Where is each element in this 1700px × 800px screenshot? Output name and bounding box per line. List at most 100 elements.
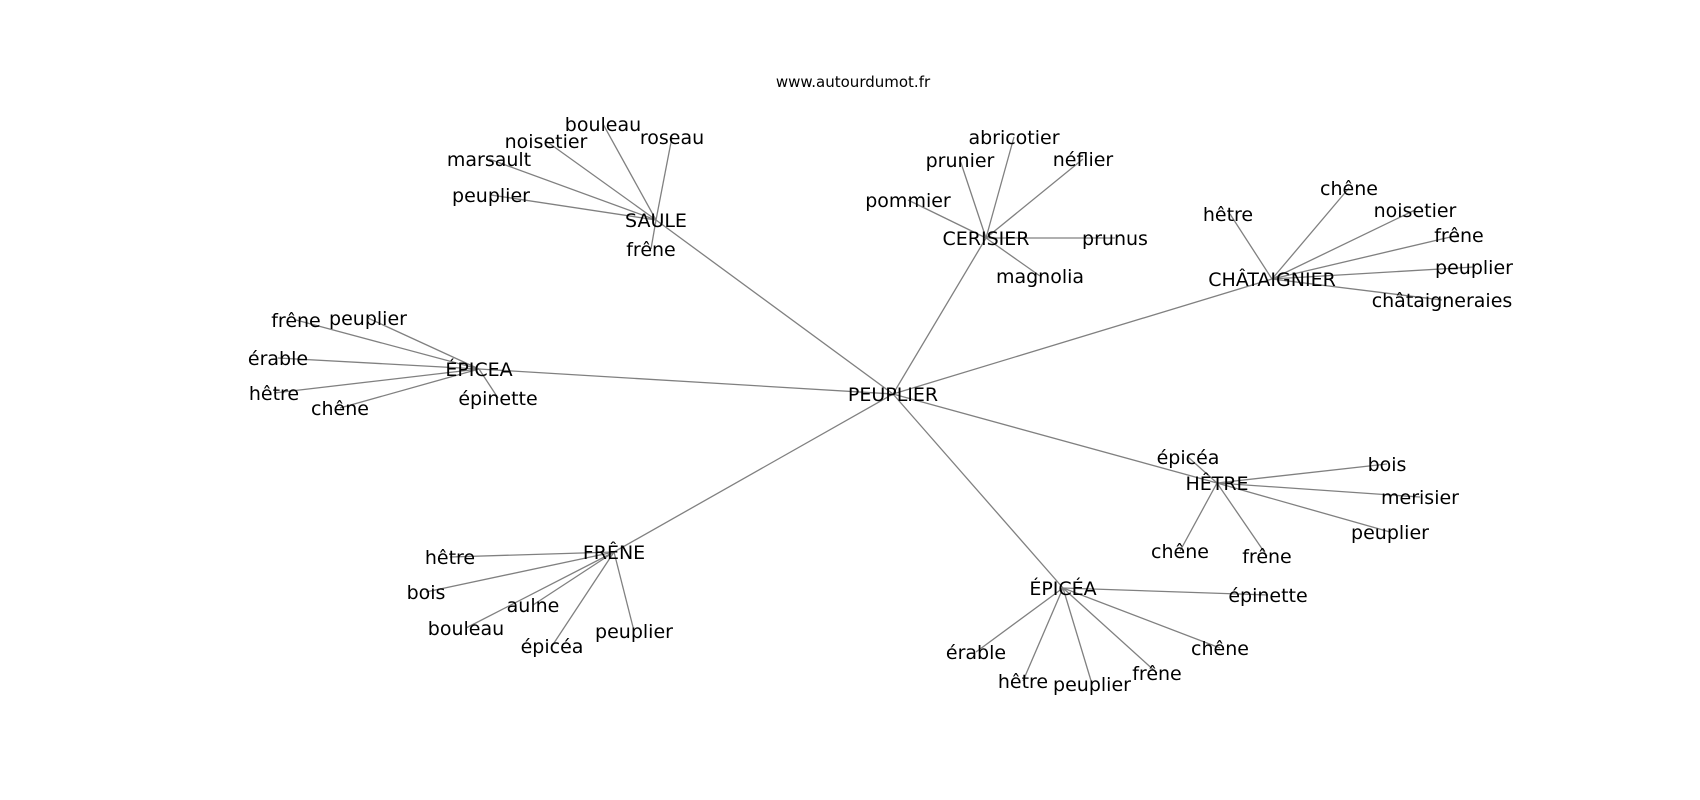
hub-label-epicea-a: ÉPICEA xyxy=(445,358,512,381)
edge-frene-aulne xyxy=(532,551,615,606)
word-saule-bouleau: bouleau xyxy=(565,114,641,136)
frene-edges xyxy=(425,551,635,647)
edge-epicea-b-erable xyxy=(975,587,1064,653)
edge-saule-marsault xyxy=(488,158,657,221)
word-frene-bois: bois xyxy=(407,582,446,604)
edge-cerisier-neflier xyxy=(985,158,1084,239)
edge-chataignier-frene xyxy=(1271,234,1460,280)
word-cerisier-prunus: prunus xyxy=(1082,228,1148,250)
edge-saule-roseau xyxy=(655,136,673,221)
edge-cerisier-prunier xyxy=(959,159,987,239)
edge-saule-bouleau xyxy=(602,123,657,221)
word-frene-bouleau: bouleau xyxy=(428,618,504,640)
hub-label-cerisier: CERISIER xyxy=(943,228,1030,250)
word-cerisier-magnolia: magnolia xyxy=(996,266,1084,288)
edge-center-cerisier xyxy=(892,237,987,395)
word-frene-peuplier: peuplier xyxy=(595,621,673,643)
hub-label-chataignier: CHÂTAIGNIER xyxy=(1208,268,1336,291)
center-node-label: PEUPLIER xyxy=(848,384,938,406)
word-hetre-bois: bois xyxy=(1368,454,1407,476)
word-frene-epicea: épicéa xyxy=(521,636,584,658)
edge-hetre-peuplier xyxy=(1216,482,1391,533)
hub-label-hetre: HÊTRE xyxy=(1185,472,1248,495)
word-epicea-a-frene: frêne xyxy=(271,310,321,332)
word-epicea-a-epinette: épinette xyxy=(458,388,537,410)
edge-center-chataignier xyxy=(892,278,1273,395)
epicea-b-edges xyxy=(975,587,1269,685)
edge-hetre-bois xyxy=(1216,463,1388,484)
edge-cerisier-pommier xyxy=(907,199,987,239)
edge-chataignier-hetre xyxy=(1229,213,1273,280)
word-epicea-b-chene: chêne xyxy=(1191,638,1249,660)
word-chataignier-peuplier: peuplier xyxy=(1435,257,1513,279)
edge-saule-noisetier xyxy=(545,140,657,221)
edge-saule-peuplier xyxy=(490,194,657,221)
word-chataignier-chataigneraies: châtaigneraies xyxy=(1372,290,1513,312)
edge-frene-hetre xyxy=(449,551,615,558)
word-chataignier-frene: frêne xyxy=(1434,225,1484,247)
edge-epicea-b-hetre xyxy=(1022,587,1064,682)
word-saule-frene: frêne xyxy=(626,239,676,261)
word-epicea-b-epinette: épinette xyxy=(1228,585,1307,607)
word-chataignier-chene: chêne xyxy=(1320,178,1378,200)
edge-frene-bouleau xyxy=(465,551,615,629)
word-frene-hetre: hêtre xyxy=(425,547,475,569)
word-epicea-b-erable: érable xyxy=(946,642,1006,664)
edge-epicea-a-epinette xyxy=(478,368,499,399)
edge-center-epicea-b xyxy=(892,393,1064,589)
edge-hetre-merisier xyxy=(1216,482,1421,498)
edge-saule-frene xyxy=(650,219,657,250)
hub-label-saule: SAULE xyxy=(625,210,687,232)
edge-chataignier-noisetier xyxy=(1271,209,1416,280)
edge-hetre-chene xyxy=(1179,482,1218,552)
edge-epicea-a-hetre xyxy=(273,368,480,394)
edge-frene-peuplier xyxy=(613,551,635,632)
word-hetre-frene: frêne xyxy=(1242,546,1292,568)
word-chataignier-noisetier: noisetier xyxy=(1374,200,1457,222)
word-epicea-b-frene: frêne xyxy=(1132,663,1182,685)
saule-edges xyxy=(488,123,673,250)
edge-center-frene xyxy=(613,393,894,553)
edge-epicea-b-chene xyxy=(1062,587,1221,649)
edge-frene-bois xyxy=(425,551,615,593)
edge-epicea-a-peuplier xyxy=(367,317,480,370)
word-cerisier-abricotier: abricotier xyxy=(968,127,1059,149)
edge-epicea-a-frene xyxy=(295,319,480,370)
cerisier-edges xyxy=(907,136,1115,277)
word-frene-aulne: aulne xyxy=(507,595,560,617)
word-epicea-b-peuplier: peuplier xyxy=(1053,674,1131,696)
center-edges xyxy=(478,219,1273,589)
hub-label-frene: FRÊNE xyxy=(583,541,645,564)
edge-hetre-epicea xyxy=(1187,456,1218,484)
edge-epicea-a-chene xyxy=(339,368,480,409)
edge-center-hetre xyxy=(892,393,1218,484)
word-epicea-a-chene: chêne xyxy=(311,398,369,420)
edge-chataignier-chataigneraies xyxy=(1271,278,1443,301)
epicea-a-edges xyxy=(273,317,499,409)
hetre-edges xyxy=(1179,456,1421,557)
edge-center-epicea-a xyxy=(478,368,894,395)
word-cerisier-pommier: pommier xyxy=(865,190,951,212)
edge-epicea-a-erable xyxy=(277,357,480,370)
word-saule-roseau: roseau xyxy=(640,127,704,149)
edge-epicea-b-peuplier xyxy=(1062,587,1093,685)
word-hetre-chene: chêne xyxy=(1151,541,1209,563)
edge-hetre-frene xyxy=(1216,482,1268,557)
edge-chataignier-peuplier xyxy=(1271,266,1475,280)
word-saule-noisetier: noisetier xyxy=(505,131,588,153)
word-hetre-merisier: merisier xyxy=(1381,487,1459,509)
word-epicea-b-hetre: hêtre xyxy=(998,671,1048,693)
site-url: www.autourdumot.fr xyxy=(776,73,931,91)
edge-cerisier-magnolia xyxy=(985,237,1041,277)
word-cerisier-prunier: prunier xyxy=(926,150,995,172)
edge-epicea-b-epinette xyxy=(1062,587,1269,596)
word-saule-peuplier: peuplier xyxy=(452,185,530,207)
edge-chataignier-chene xyxy=(1271,187,1350,280)
edge-frene-epicea xyxy=(551,551,615,647)
edge-epicea-b-frene xyxy=(1062,587,1158,674)
edge-center-saule xyxy=(655,219,894,395)
word-epicea-a-peuplier: peuplier xyxy=(329,308,407,330)
chataignier-edges xyxy=(1229,187,1475,301)
word-epicea-a-hetre: hêtre xyxy=(249,383,299,405)
